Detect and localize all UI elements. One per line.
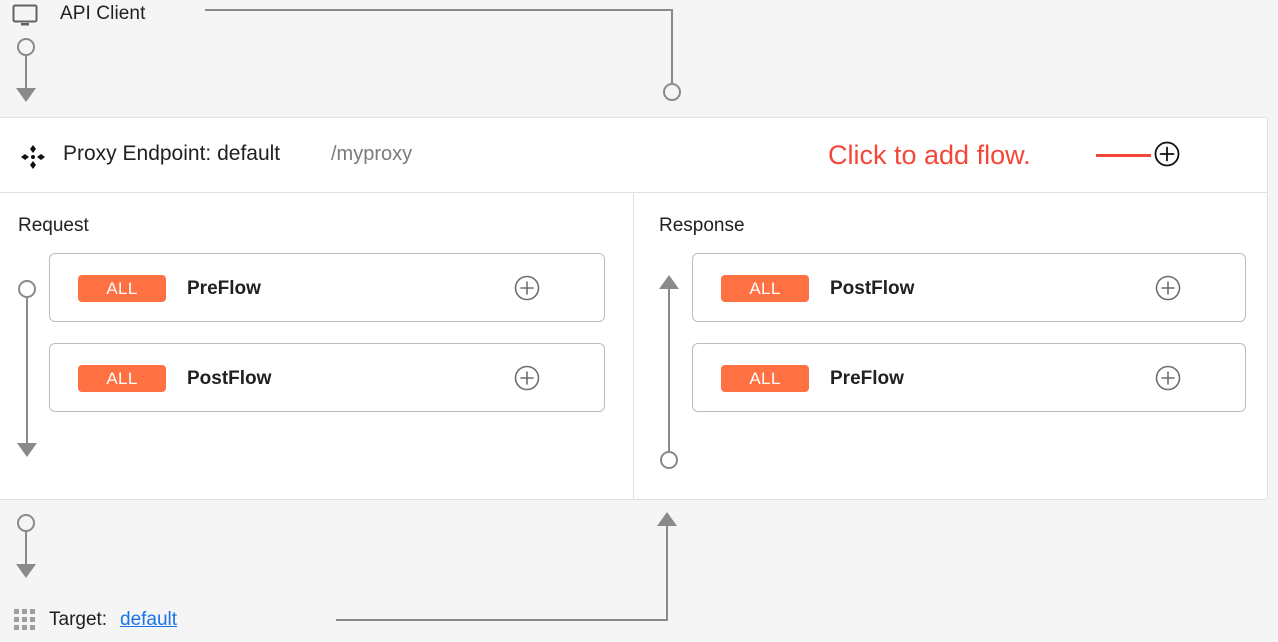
add-policy-button[interactable] (1155, 365, 1181, 391)
target-request-line (25, 532, 27, 566)
target-response-arrow (657, 512, 677, 526)
request-column: Request ALL PreFlow (0, 193, 634, 499)
api-client-label: API Client (60, 3, 146, 24)
flow-card-menu-button[interactable] (1200, 363, 1214, 393)
connector-endpoint-circle-top (663, 83, 681, 101)
target-row: Target: default (0, 500, 1278, 642)
api-client-row: API Client (0, 0, 1278, 117)
move-diamond-icon[interactable] (20, 144, 46, 170)
proxy-endpoint-title: Proxy Endpoint: default (63, 142, 281, 165)
response-rail-circle (660, 451, 678, 469)
annotation-pointer-line (1096, 154, 1151, 157)
flow-condition-badge: ALL (78, 275, 166, 302)
flow-card-menu-button[interactable] (559, 363, 573, 393)
flow-condition-badge: ALL (721, 365, 809, 392)
request-rail-circle (18, 280, 36, 298)
request-flow-list: ALL PreFlow (49, 253, 605, 412)
request-column-title: Request (18, 215, 89, 236)
client-to-proxy-vertical-line (671, 9, 673, 83)
add-flow-annotation: Click to add flow. (828, 140, 1031, 170)
grid-apps-icon (14, 609, 36, 631)
response-column: Response ALL PostFlow (634, 193, 1267, 499)
add-policy-button[interactable] (514, 365, 540, 391)
request-rail-line (26, 298, 28, 446)
proxy-endpoint-header: Proxy Endpoint: default /myproxy Click t… (0, 118, 1267, 193)
request-rail-arrow (17, 443, 37, 457)
flow-columns: Request ALL PreFlow (0, 193, 1267, 499)
monitor-icon (12, 4, 38, 28)
response-rail-arrow (659, 275, 679, 289)
flow-name: PreFlow (187, 278, 261, 299)
response-column-title: Response (659, 215, 745, 236)
flow-card[interactable]: ALL PreFlow (49, 253, 605, 322)
request-origin-line (25, 56, 27, 91)
proxy-endpoint-menu-button[interactable] (1210, 140, 1226, 170)
add-policy-button[interactable] (514, 275, 540, 301)
flow-card-menu-button[interactable] (1200, 273, 1214, 303)
target-response-vertical-line (666, 525, 668, 621)
proxy-endpoint-panel: Proxy Endpoint: default /myproxy Click t… (0, 117, 1268, 500)
flow-name: PostFlow (187, 368, 272, 389)
flow-card[interactable]: ALL PostFlow (692, 253, 1246, 322)
response-rail-line (668, 288, 670, 451)
add-policy-button[interactable] (1155, 275, 1181, 301)
response-flow-list: ALL PostFlow (692, 253, 1246, 412)
request-origin-arrow (16, 88, 36, 102)
client-to-proxy-horizontal-line (205, 9, 673, 11)
flow-card-menu-button[interactable] (559, 273, 573, 303)
add-flow-button[interactable] (1154, 141, 1180, 167)
target-label: Target: (49, 609, 108, 630)
flow-condition-badge: ALL (721, 275, 809, 302)
flow-condition-badge: ALL (78, 365, 166, 392)
target-request-arrow (16, 564, 36, 578)
target-response-horizontal-line (336, 619, 668, 621)
flow-card[interactable]: ALL PreFlow (692, 343, 1246, 412)
flow-name: PostFlow (830, 278, 915, 299)
request-origin-circle (17, 38, 35, 56)
target-request-circle (17, 514, 35, 532)
target-default-link[interactable]: default (120, 609, 178, 630)
proxy-endpoint-path: /myproxy (331, 143, 413, 165)
flow-card[interactable]: ALL PostFlow (49, 343, 605, 412)
flow-name: PreFlow (830, 368, 904, 389)
